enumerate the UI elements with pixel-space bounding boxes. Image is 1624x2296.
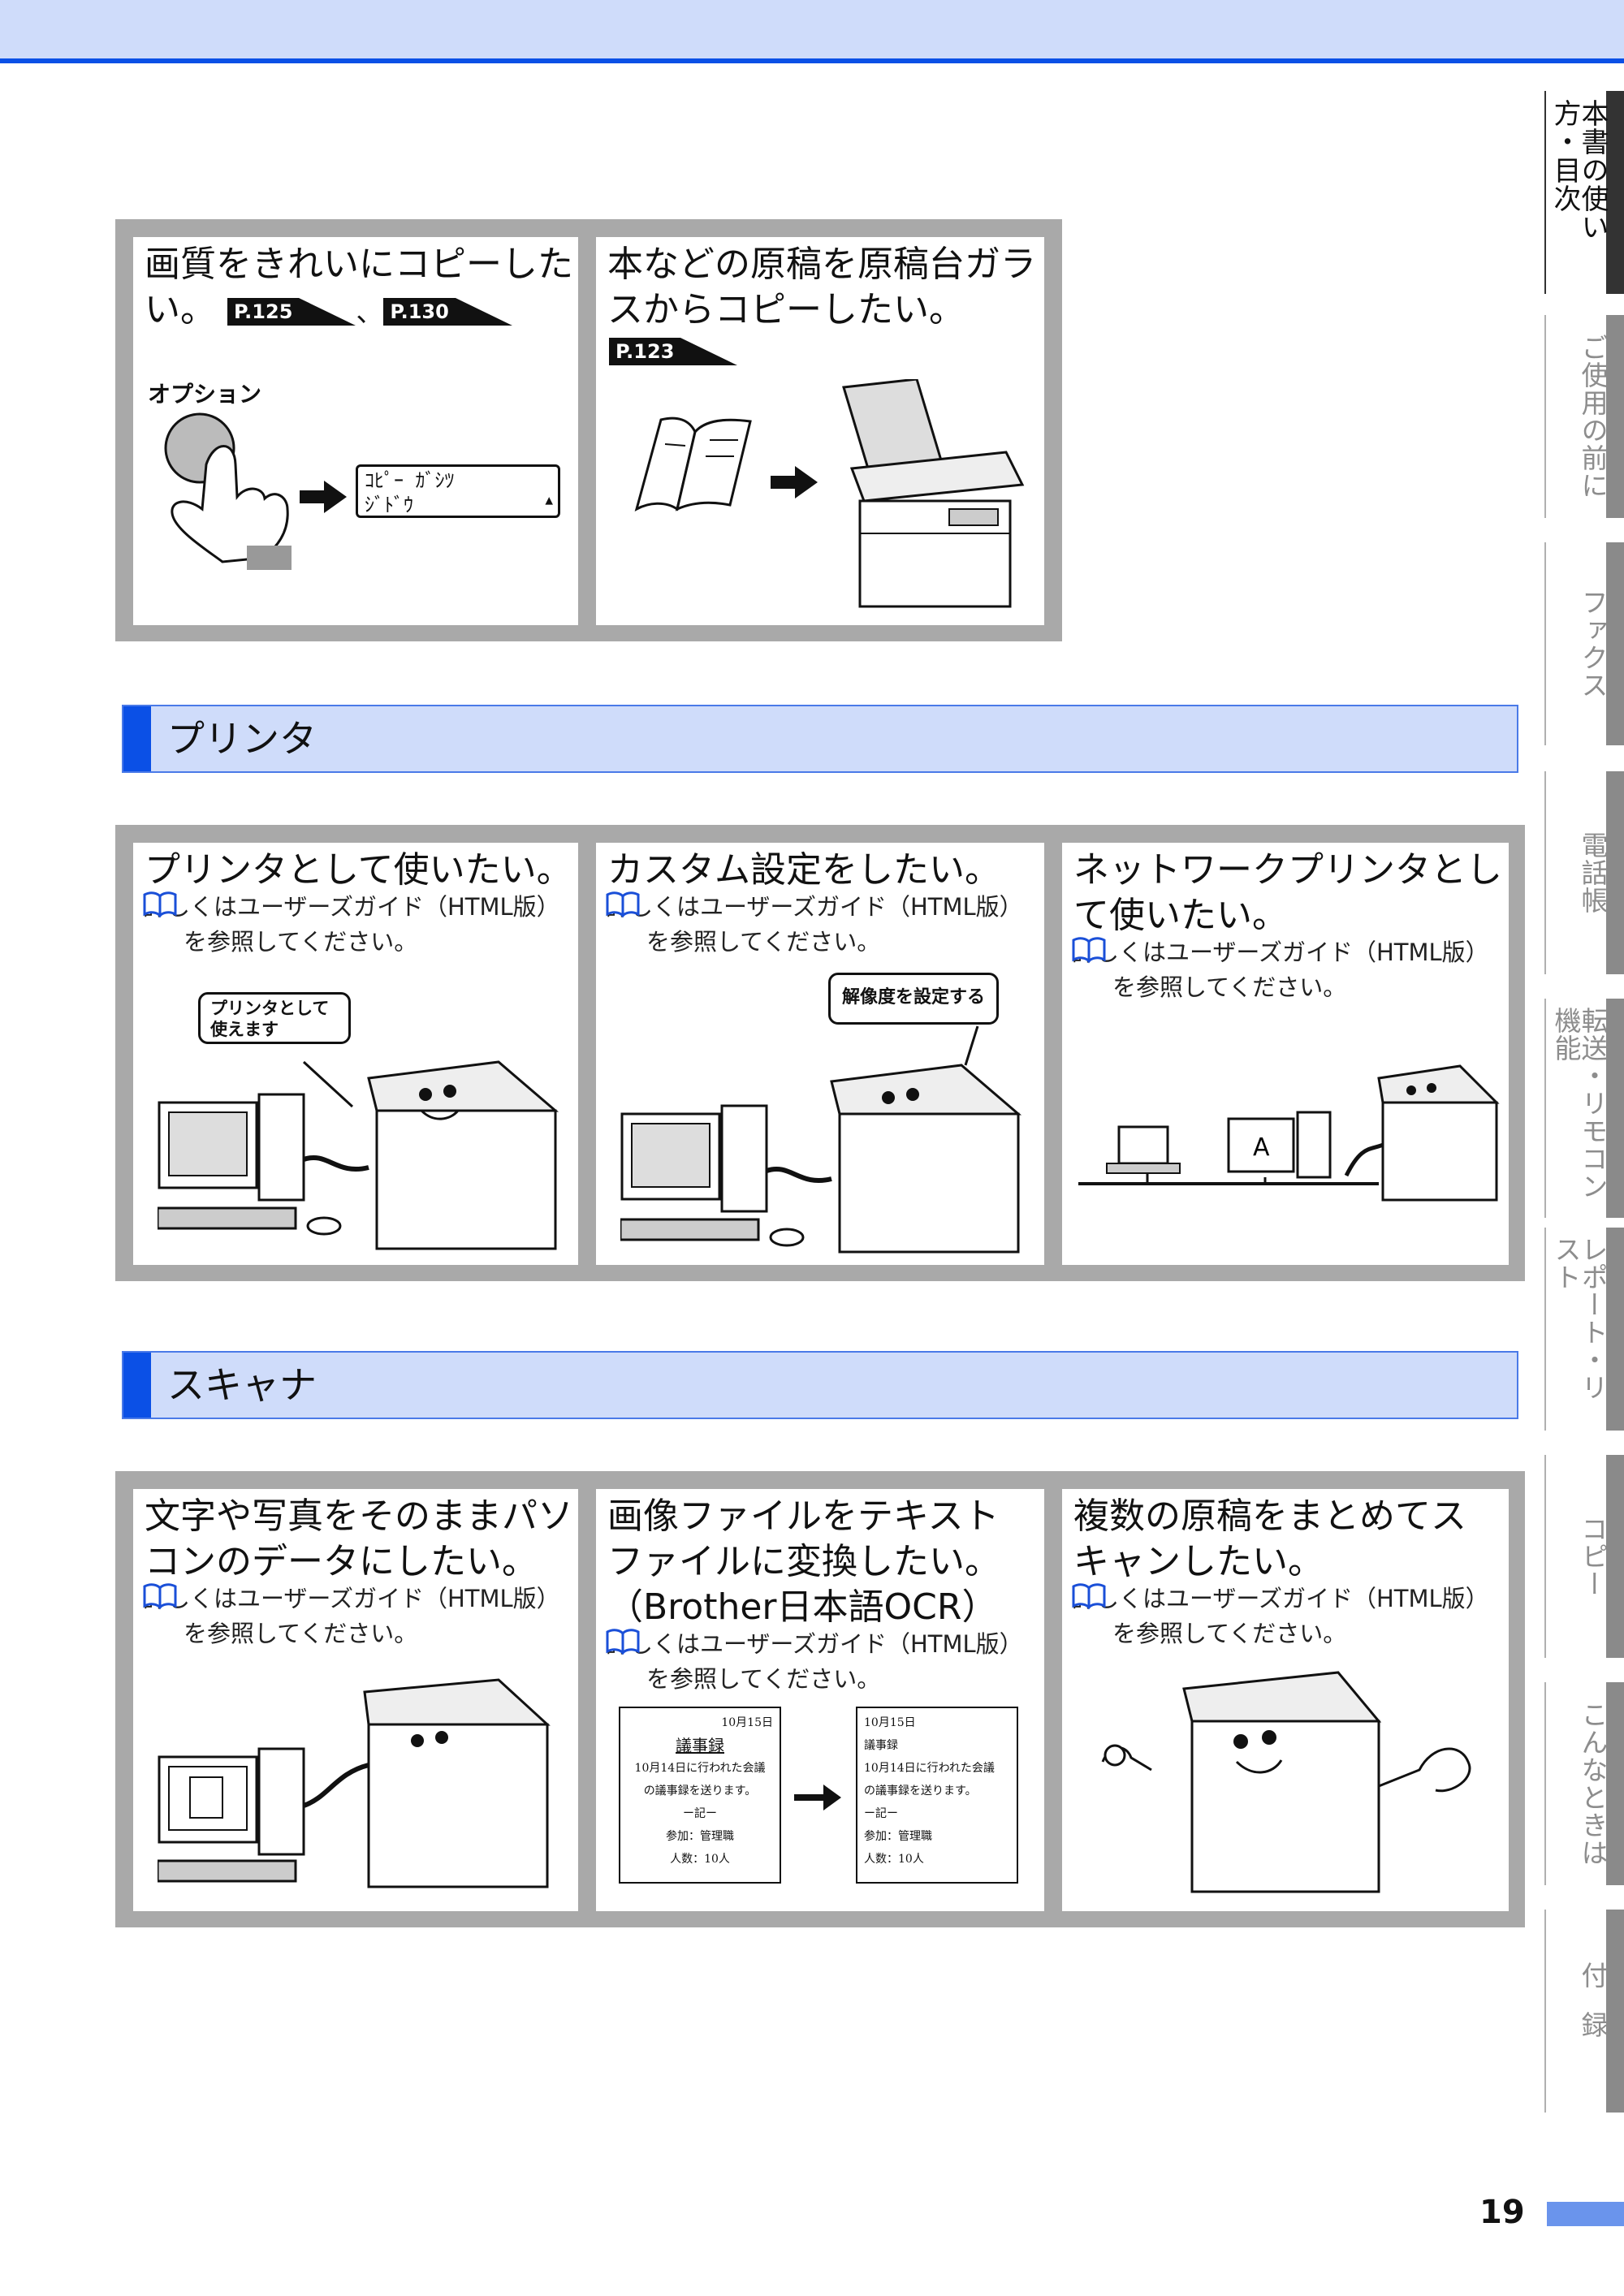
- pc-and-printer-illustration: [158, 1060, 559, 1250]
- cell-title: 画像ファイルをテキストファイルに変換したい。（Brother日本語OCR）: [607, 1495, 1000, 1628]
- converted-text-document: 10月15日 議事録 10月14日に行われた会議 の議事録を送ります。 ー記ー …: [856, 1707, 1018, 1884]
- scan-to-pc-cell: 文字や写真をそのままパソコンのデータにしたい。 詳しくはユーザーズガイド（HTM…: [133, 1489, 578, 1911]
- custom-setting-cell: カスタム設定をしたい。 詳しくはユーザーズガイド（HTML版） を参照してくださ…: [596, 843, 1044, 1265]
- cell-title: ネットワークプリンタとして使いたい。: [1073, 849, 1502, 936]
- scroll-arrows-icon: ▲: [545, 492, 553, 507]
- pc-and-printer-illustration: [620, 1025, 1022, 1254]
- lcd-display: ｺﾋﾟｰ ｶﾞｼﾂ ｼﾞﾄﾞｳ ▲: [356, 464, 560, 518]
- tab-appendix[interactable]: 付録: [1543, 1910, 1624, 2113]
- tab-label: 付録: [1577, 1962, 1609, 2061]
- printer-use-cell: プリンタとして使いたい。 詳しくはユーザーズガイド（HTML版） を参照してくだ…: [133, 843, 578, 1265]
- cell-title: 画質をきれいにコピーした い。 P.125、P.130: [145, 244, 573, 330]
- book-guide-icon: [1072, 1583, 1106, 1610]
- copy-quality-cell: 画質をきれいにコピーした い。 P.125、P.130 オプション ｺﾋﾟｰ ｶ…: [133, 237, 578, 625]
- finger-press-icon: [164, 412, 292, 570]
- tab-phonebook[interactable]: 電話帳: [1543, 771, 1624, 974]
- speech-bubble: プリンタとして 使えます: [198, 992, 351, 1044]
- page-number: 19: [1479, 2194, 1525, 2231]
- speech-bubble: 解像度を設定する: [828, 973, 999, 1025]
- tab-report-list[interactable]: レポート・リスト: [1543, 1228, 1624, 1431]
- network-printer-cell: ネットワークプリンタとして使いたい。 詳しくはユーザーズガイド（HTML版） を…: [1062, 843, 1509, 1265]
- copy-glass-cell: 本などの原稿を原稿台ガラスからコピーしたい。 P.123: [596, 237, 1044, 625]
- source-document: 10月15日 議事録 10月14日に行われた会議 の議事録を送ります。 ー記ー …: [619, 1707, 781, 1884]
- open-book-icon: [634, 416, 752, 511]
- tab-copy[interactable]: コピー: [1543, 1455, 1624, 1658]
- section-title: プリンタ: [167, 717, 317, 761]
- screen-letter: A: [1253, 1133, 1270, 1162]
- tab-label: レポート・リスト: [1550, 1236, 1609, 1401]
- tab-label: こんなときは: [1577, 1701, 1609, 1867]
- top-header-rule: [0, 58, 1624, 63]
- book-guide-icon: [1072, 937, 1106, 964]
- book-guide-icon: [143, 891, 177, 918]
- guide-reference: 詳しくはユーザーズガイド（HTML版） を参照してください。: [606, 1627, 1023, 1697]
- book-guide-icon: [143, 1583, 177, 1610]
- printer-panel: プリンタとして使いたい。 詳しくはユーザーズガイド（HTML版） を参照してくだ…: [115, 825, 1525, 1281]
- cell-title: プリンタとして使いたい。: [145, 849, 572, 891]
- happy-mfp-mascot-illustration: [1101, 1671, 1471, 1893]
- scanner-panel: 文字や写真をそのままパソコンのデータにしたい。 詳しくはユーザーズガイド（HTM…: [115, 1471, 1525, 1927]
- tab-how-to-use[interactable]: 本書の使い方・目次: [1543, 91, 1624, 294]
- guide-reference: 詳しくはユーザーズガイド（HTML版） を参照してください。: [1072, 935, 1489, 1005]
- cell-title: 文字や写真をそのままパソコンのデータにしたい。: [145, 1495, 573, 1582]
- page-number-bar: [1547, 2202, 1624, 2226]
- arrow-right-icon: [300, 481, 347, 513]
- book-guide-icon: [606, 891, 640, 918]
- book-guide-icon: [606, 1629, 640, 1655]
- tab-label: 転送・リモコン機能: [1550, 1007, 1609, 1200]
- tab-label: 電話帳: [1577, 831, 1609, 914]
- option-label: オプション: [148, 381, 262, 408]
- guide-reference: 詳しくはユーザーズガイド（HTML版） を参照してください。: [606, 890, 1023, 960]
- multi-scan-cell: 複数の原稿をまとめてスキャンしたい。 詳しくはユーザーズガイド（HTML版） を…: [1062, 1489, 1509, 1911]
- copy-panel: 画質をきれいにコピーした い。 P.125、P.130 オプション ｺﾋﾟｰ ｶ…: [115, 219, 1062, 641]
- page-ref-link[interactable]: P.123: [609, 338, 738, 365]
- guide-reference: 詳しくはユーザーズガイド（HTML版） を参照してください。: [143, 1582, 560, 1651]
- tab-label: ご使用の前に: [1577, 334, 1609, 499]
- tab-label: 本書の使い方・目次: [1548, 99, 1609, 241]
- cell-title: カスタム設定をしたい。: [607, 849, 1000, 891]
- tab-label: ファクス: [1577, 589, 1609, 699]
- page-ref-link[interactable]: P.130: [383, 298, 512, 326]
- guide-reference: 詳しくはユーザーズガイド（HTML版） を参照してください。: [143, 890, 560, 960]
- arrow-right-icon: [771, 466, 818, 498]
- scanner-section-heading: スキャナ: [122, 1351, 1518, 1419]
- ocr-cell: 画像ファイルをテキストファイルに変換したい。（Brother日本語OCR） 詳し…: [596, 1489, 1044, 1911]
- network-illustration: A: [1078, 1064, 1500, 1202]
- cell-title: 複数の原稿をまとめてスキャンしたい。: [1073, 1495, 1466, 1582]
- section-title: スキャナ: [167, 1363, 317, 1407]
- top-header-band: [0, 0, 1624, 58]
- tab-label: コピー: [1577, 1515, 1609, 1598]
- tab-before-use[interactable]: ご使用の前に: [1543, 315, 1624, 518]
- tab-troubleshooting[interactable]: こんなときは: [1543, 1682, 1624, 1885]
- mfp-open-lid-icon: [842, 379, 1025, 608]
- guide-reference: 詳しくはユーザーズガイド（HTML版） を参照してください。: [1072, 1582, 1489, 1651]
- tab-transfer-remote[interactable]: 転送・リモコン機能: [1543, 999, 1624, 1218]
- tab-fax[interactable]: ファクス: [1543, 542, 1624, 745]
- pc-and-scanner-illustration: [158, 1678, 551, 1888]
- cell-title: 本などの原稿を原稿台ガラスからコピーしたい。: [607, 244, 1036, 330]
- page-ref-link[interactable]: P.125: [227, 298, 356, 326]
- printer-section-heading: プリンタ: [122, 705, 1518, 773]
- arrow-right-icon: [794, 1785, 841, 1810]
